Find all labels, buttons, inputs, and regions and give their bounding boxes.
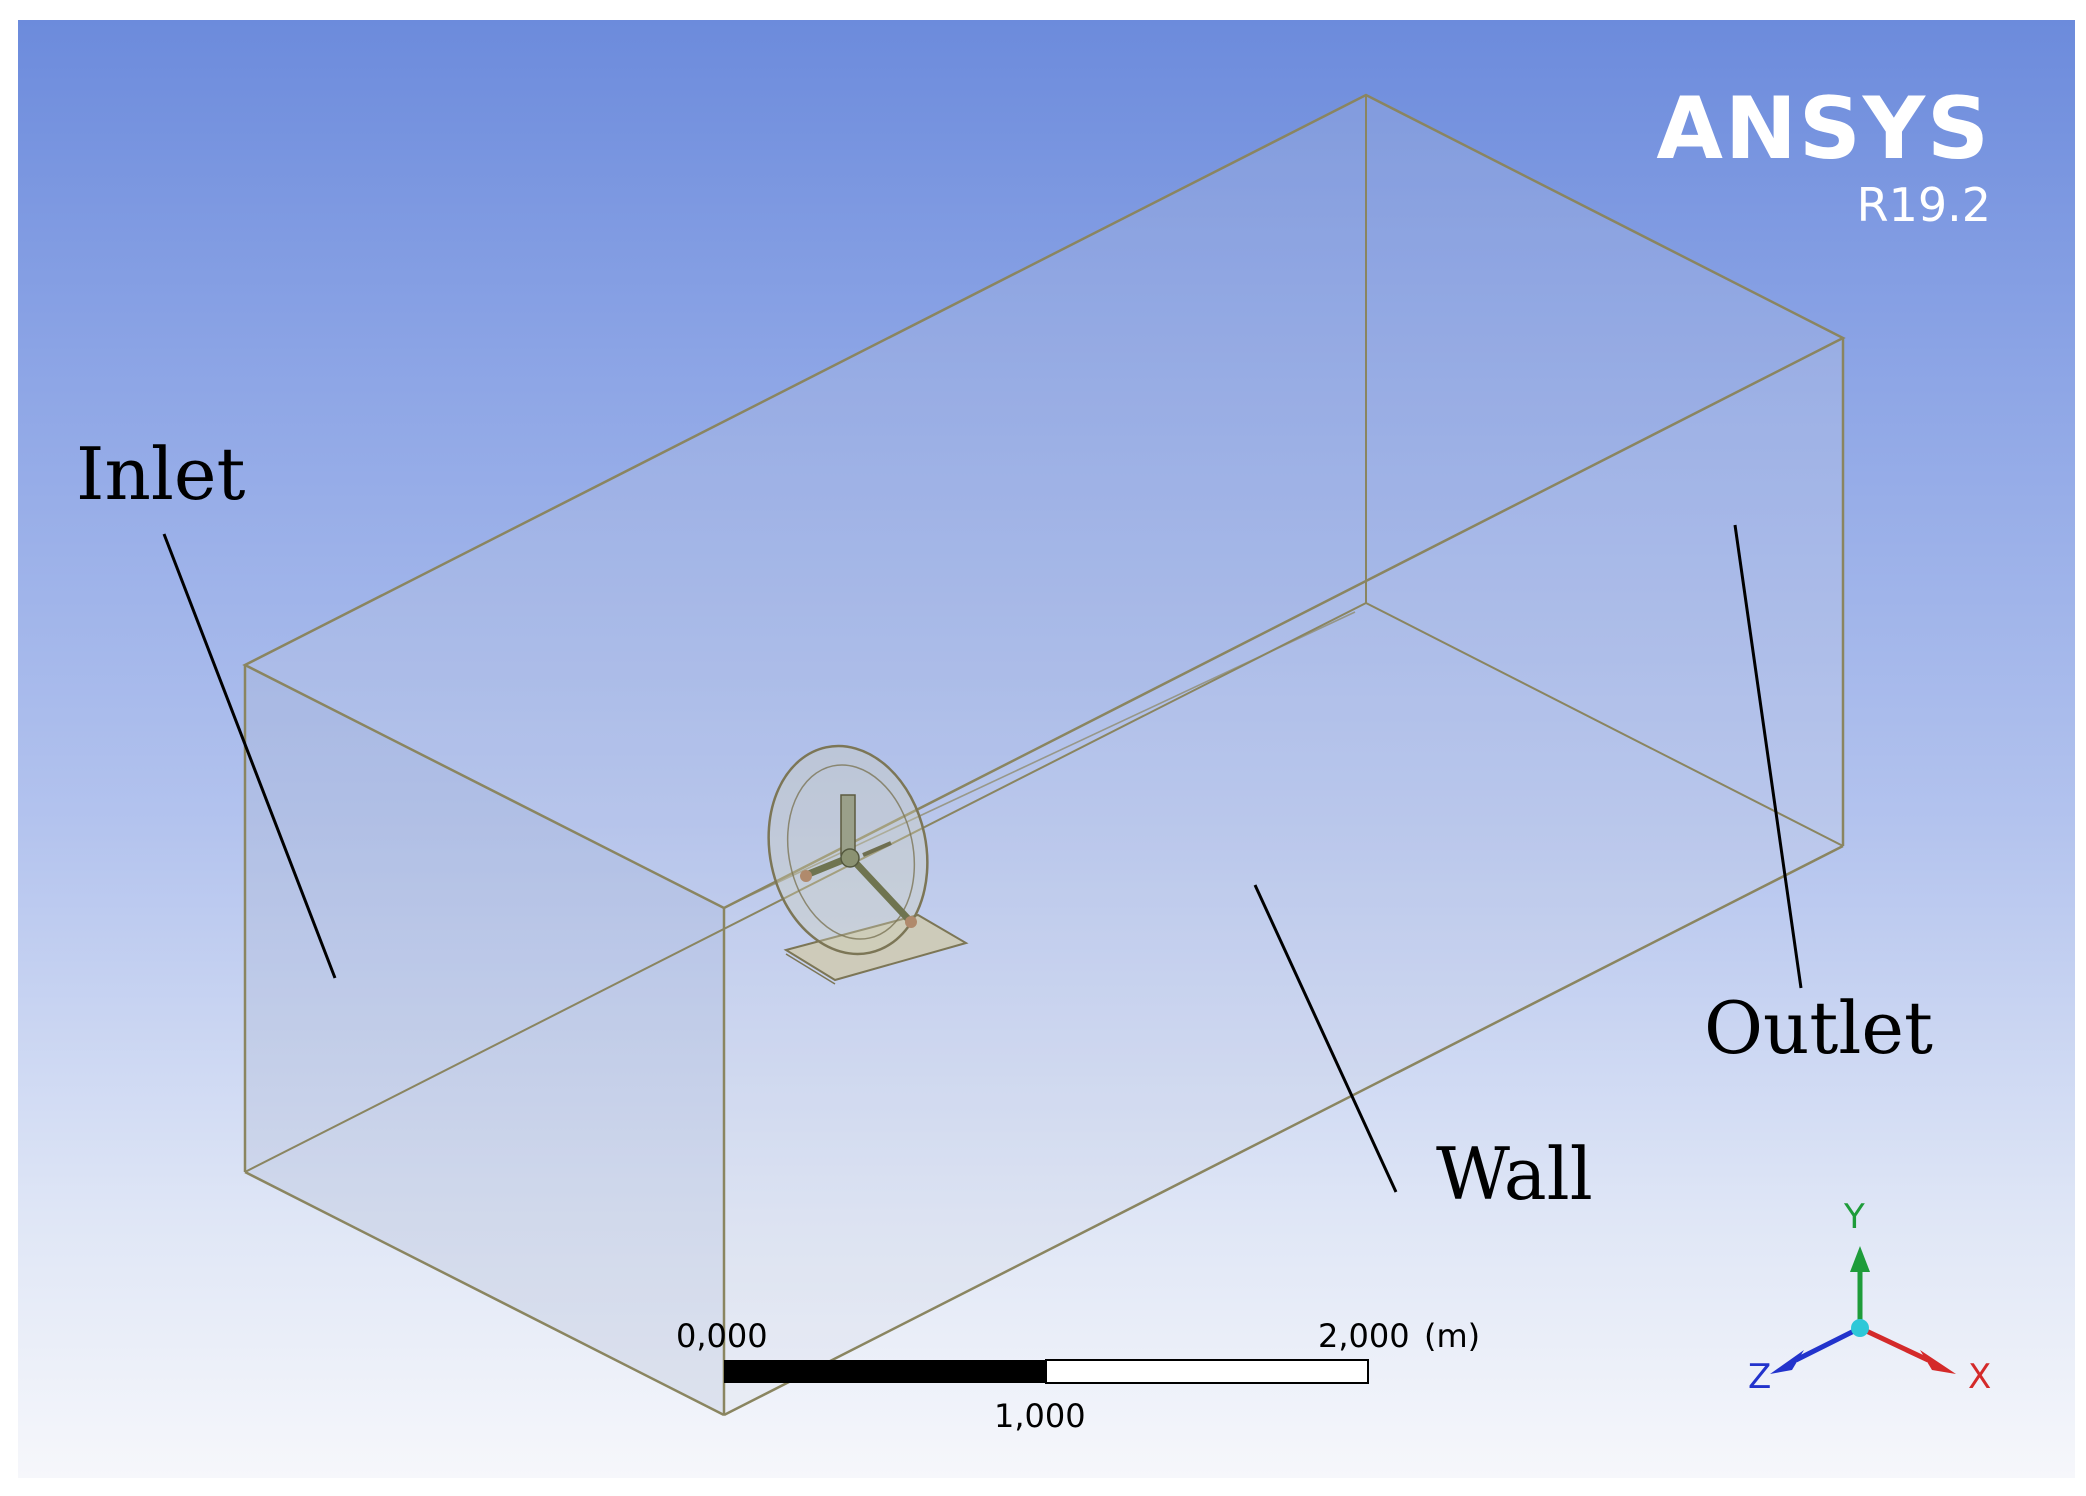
turbine-blade-right [850,857,914,925]
callout-line-outlet [1733,524,1803,989]
graphics-viewport[interactable]: Y X Z ANSYS R19.2 Inlet Outlet Wall 0,00… [18,20,2075,1478]
triad-x-label: X [1968,1357,1991,1397]
scale-bar-unit: (m) [1424,1317,1481,1355]
scale-bar-mid-label: 1,000 [994,1397,1086,1435]
triad-z-label: Z [1748,1357,1771,1397]
hidden-edge-right-bottom [1365,602,1844,847]
label-outlet: Outlet [1704,986,1933,1070]
scale-bar-start-label: 0,000 [676,1317,768,1355]
label-inlet: Inlet [76,432,246,516]
callout-line-inlet [162,533,337,979]
triad-origin [1851,1319,1869,1337]
triad-x-arrow [1920,1350,1956,1374]
domain-front-face [724,338,1843,1415]
ansys-logo-name: ANSYS [1656,79,1991,179]
scale-bar-black-segment [724,1360,1046,1383]
coordinate-triad: Y X Z [1748,1197,1991,1397]
scale-bar-end-label: 2,000 [1318,1317,1410,1355]
domain-inlet-face [245,665,724,1415]
turbine-tip-left [800,870,812,882]
turbine-hub [840,848,860,868]
triad-y-arrow [1850,1246,1870,1272]
turbine-shaft [862,841,892,857]
edge-front-bottom [723,844,1844,1417]
triad-z-arrow [1770,1350,1804,1374]
turbine-blade-vertical [840,794,856,856]
scale-bar [724,1359,1369,1384]
hidden-edge-back-bottom [244,602,1367,1173]
turbine-base-plate [783,913,969,982]
fluid-domain-box [242,93,1846,1417]
edge-inlet-bottom [244,1170,725,1417]
ansys-logo-version: R19.2 [1856,178,1991,232]
edge-parallel-inner [735,611,1356,903]
rotating-zone-inner [786,764,916,940]
model-scene: Y X Z [162,93,1991,1417]
scale-bar-white-segment [1045,1359,1369,1384]
turbine-tip-right [905,916,917,928]
callout-line-wall [1253,884,1398,1193]
label-wall: Wall [1436,1132,1593,1216]
triad-y-label: Y [1843,1197,1865,1237]
triad-x-axis [1858,1325,1930,1363]
turbine-base-edge [785,953,836,985]
triad-z-axis [1794,1325,1862,1363]
domain-top-face [245,95,1843,908]
turbine-model [767,744,969,985]
